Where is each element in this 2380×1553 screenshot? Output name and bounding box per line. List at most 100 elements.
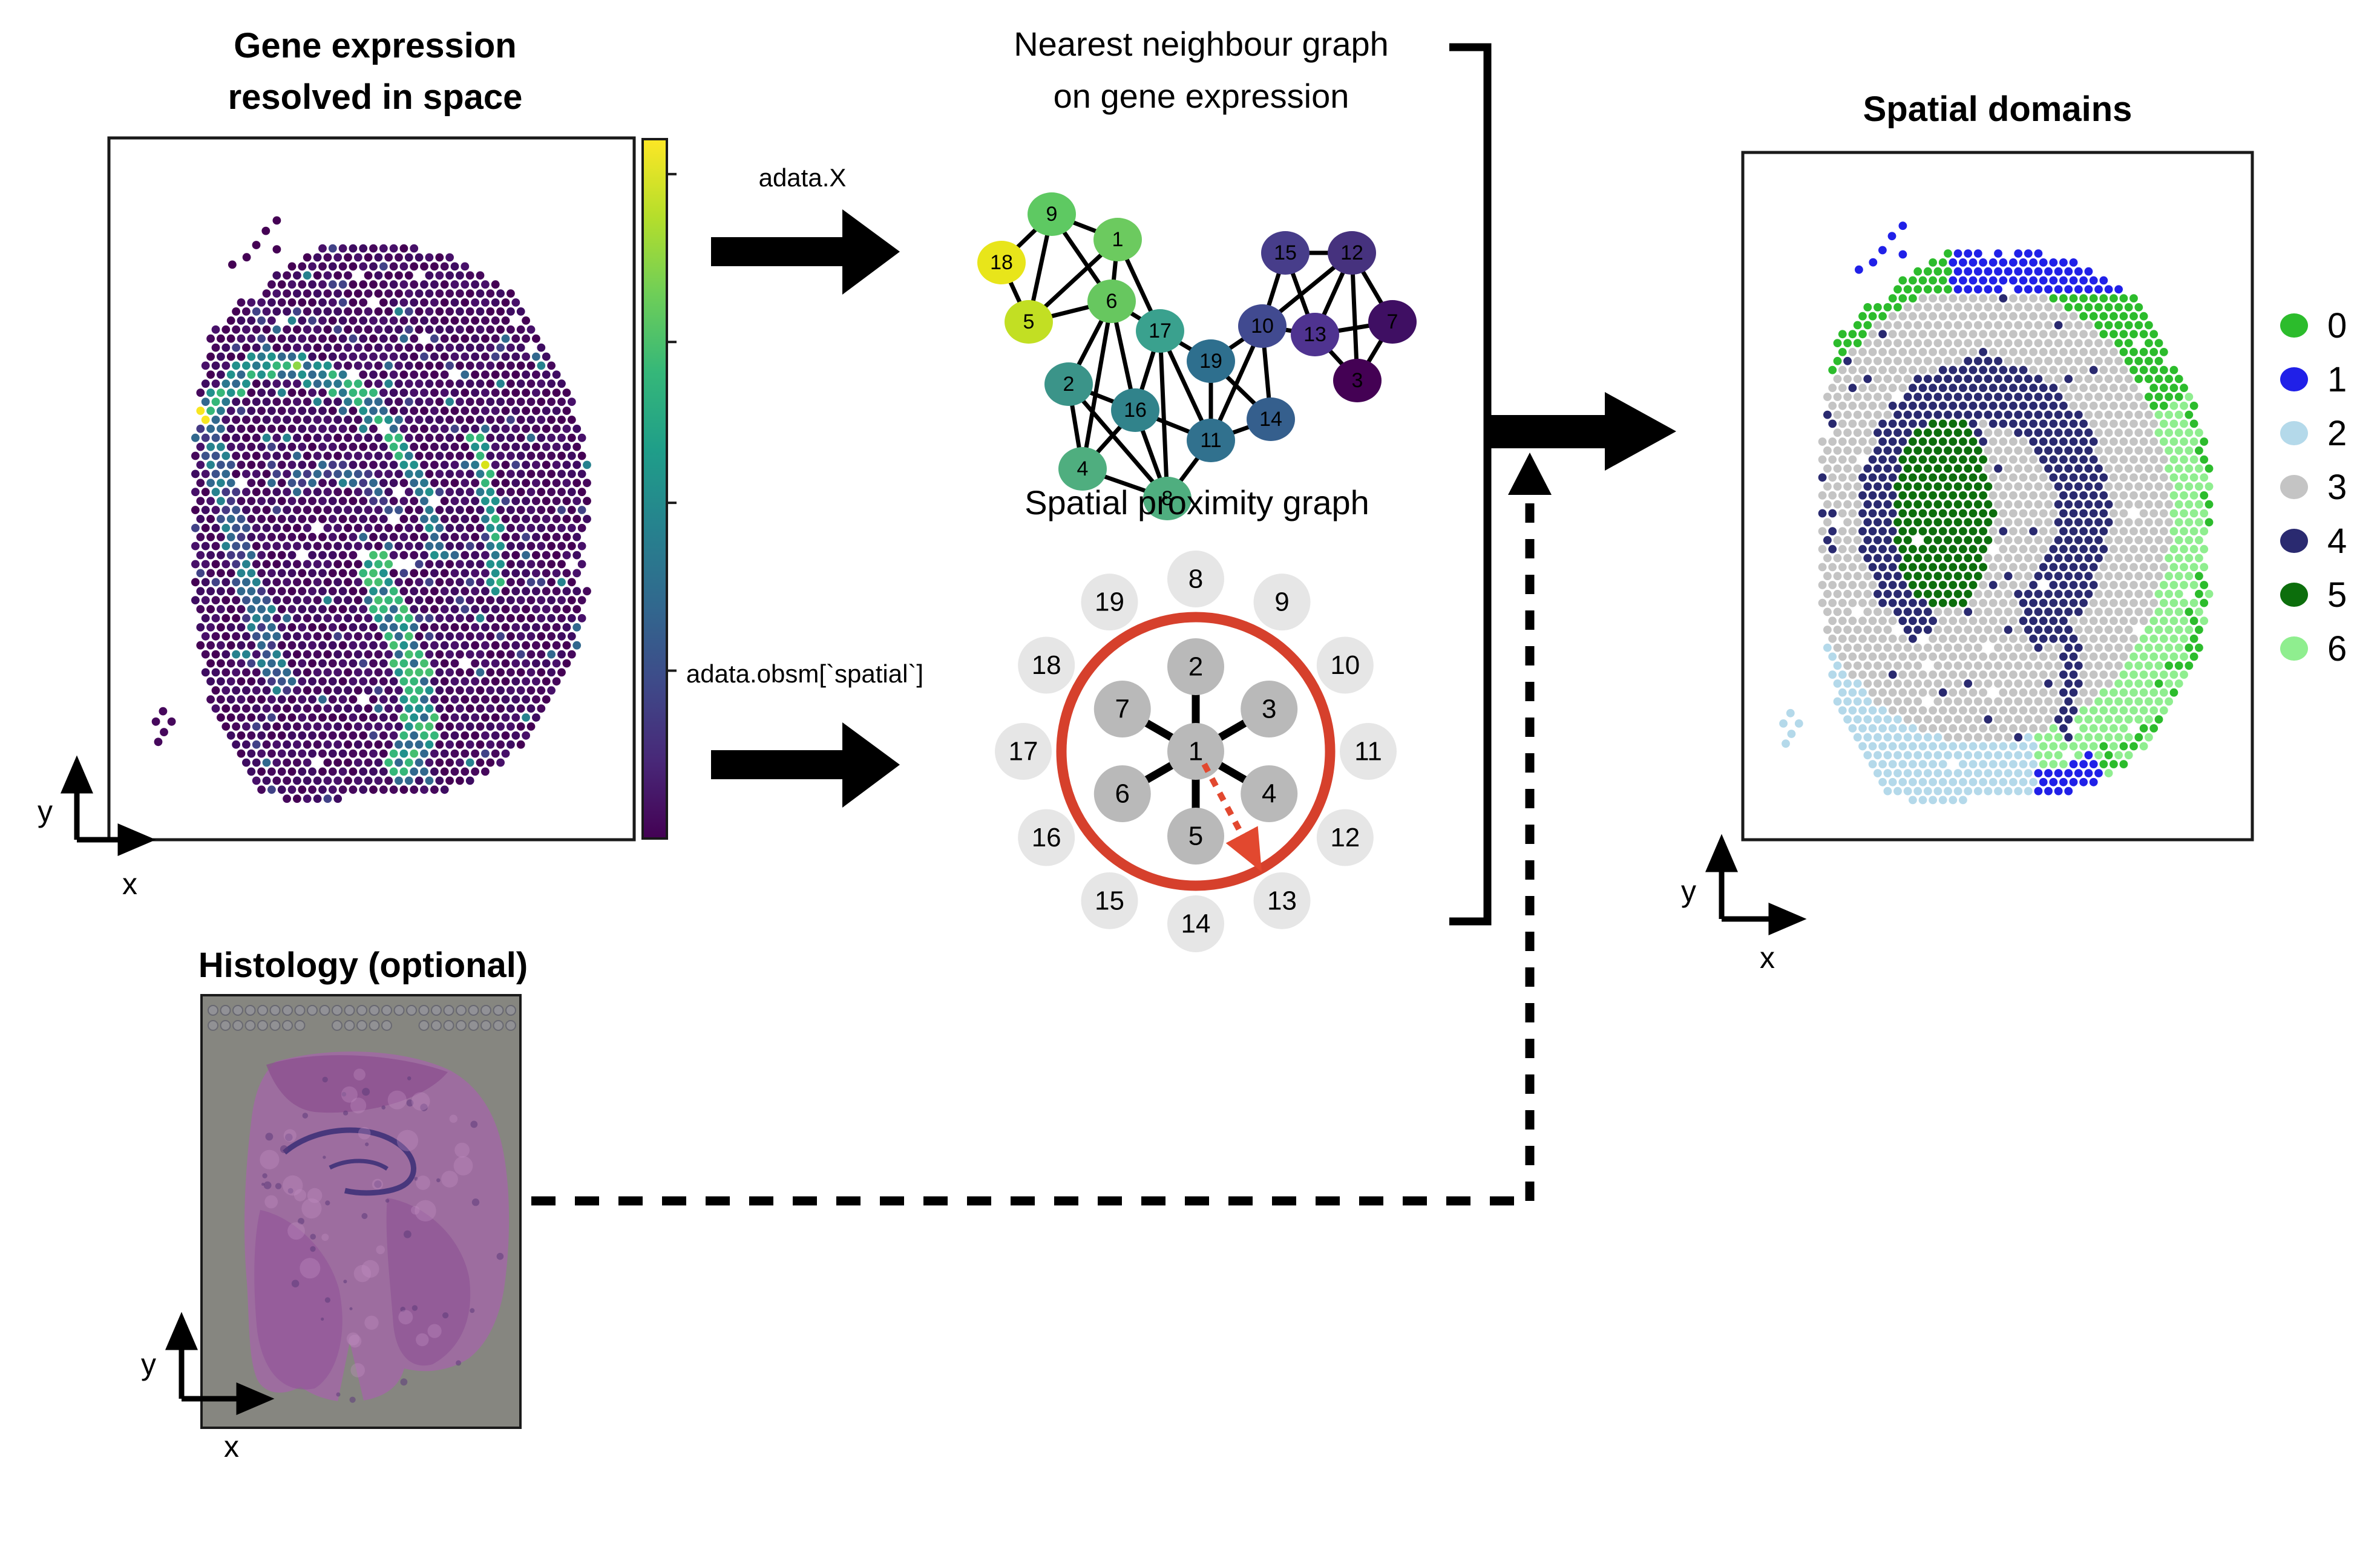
spot [1883, 572, 1892, 581]
spot [2054, 410, 2063, 419]
spot [2064, 356, 2073, 365]
spot [2044, 500, 2053, 509]
spot [206, 695, 215, 704]
spot [2169, 544, 2178, 554]
spot [2014, 518, 2023, 527]
spot [522, 713, 530, 722]
spot [2024, 321, 2033, 330]
spot [399, 623, 408, 632]
spot [2200, 581, 2209, 589]
spot [2064, 446, 2073, 455]
spot [465, 469, 474, 479]
spot [1979, 581, 1988, 589]
spot [2034, 607, 2043, 616]
spot [2069, 670, 2078, 679]
spot [1938, 563, 1947, 572]
spot [257, 551, 266, 560]
spot [476, 451, 485, 460]
spot [272, 523, 281, 532]
spot [2019, 616, 2028, 626]
spot [159, 707, 168, 716]
spot [247, 316, 256, 325]
spot [2149, 509, 2159, 518]
spot [445, 397, 454, 406]
spot [267, 749, 276, 758]
spot [501, 460, 510, 469]
spot [547, 614, 556, 623]
spot [1938, 473, 1947, 482]
spot [267, 767, 276, 776]
spot [2189, 544, 2198, 554]
spot [1888, 473, 1897, 482]
spot [313, 289, 322, 298]
spot [404, 776, 413, 785]
spot [272, 216, 281, 225]
spot [440, 334, 449, 343]
spot [2094, 607, 2103, 616]
spot [2024, 661, 2033, 670]
spot [1903, 393, 1912, 401]
spot [303, 776, 312, 785]
spot [2089, 581, 2098, 589]
tissue-speckle [324, 1297, 331, 1303]
spot [511, 713, 520, 722]
spot [2054, 589, 2063, 598]
spot [1973, 339, 1982, 347]
spot [1944, 464, 1952, 473]
spot [2139, 724, 2148, 733]
spot [1953, 751, 1962, 760]
spot [415, 325, 424, 334]
spot [526, 578, 536, 587]
spot [2180, 419, 2188, 428]
spot [359, 532, 368, 541]
spot [2104, 518, 2113, 527]
spot [1973, 446, 1982, 455]
spot [526, 451, 536, 460]
spot [1858, 724, 1867, 733]
spot [1949, 365, 1958, 374]
spot [1874, 356, 1882, 365]
spot [577, 488, 586, 497]
spot [476, 397, 485, 406]
spot [2014, 410, 2023, 419]
spot [252, 632, 261, 641]
spot [511, 677, 520, 686]
spot [262, 614, 271, 623]
spot [369, 460, 378, 469]
spot [404, 596, 413, 604]
spot [415, 488, 424, 497]
spot [277, 298, 286, 307]
spot [1929, 384, 1938, 393]
spot [2029, 258, 2038, 267]
spot [298, 388, 307, 397]
spot [1874, 607, 1882, 616]
spot [1969, 509, 1978, 518]
spot [537, 632, 546, 641]
spot [1913, 751, 1923, 760]
spot [2169, 527, 2178, 535]
spot [2069, 294, 2078, 302]
spot [1838, 688, 1847, 697]
spot [1883, 410, 1892, 419]
spot [1818, 598, 1827, 607]
spot [420, 316, 428, 325]
spot [2099, 688, 2108, 697]
spot [1959, 616, 1967, 626]
spot [201, 541, 210, 551]
spot [1898, 760, 1907, 768]
spot [272, 379, 281, 388]
spot [425, 416, 434, 424]
spot [2069, 491, 2078, 500]
spot [1843, 554, 1852, 563]
spot [1944, 769, 1952, 777]
spot [2104, 374, 2113, 384]
spot [1913, 356, 1923, 365]
spot [486, 541, 495, 551]
spot [2054, 267, 2063, 276]
spot [2134, 733, 2143, 742]
spot [404, 740, 413, 749]
spot [1868, 724, 1877, 733]
spot [384, 560, 393, 569]
spot [1929, 616, 1938, 626]
spot [2165, 374, 2174, 384]
